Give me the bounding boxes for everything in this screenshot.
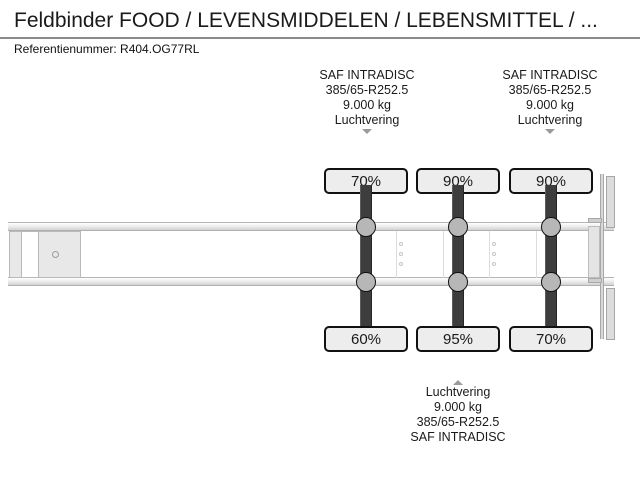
- caret-down-icon: [545, 129, 555, 134]
- axle-note-bottom: Luchtvering 9.000 kg 385/65-R252.5 SAF I…: [373, 379, 543, 445]
- tyre-wear-badge-top[interactable]: 90%: [416, 168, 500, 194]
- kingpin-divider-right: [38, 231, 39, 278]
- axle-bar: [360, 185, 372, 340]
- header-divider: [0, 37, 640, 39]
- axle-capacity-label: 9.000 kg: [434, 400, 482, 414]
- chassis-web-panel: [396, 231, 444, 278]
- axle-bar: [545, 185, 557, 340]
- lightening-hole: [492, 242, 496, 246]
- axle-suspension-label: Luchtvering: [517, 113, 583, 127]
- kingpin-plate: [9, 231, 81, 278]
- axle-tyre-label: 385/65-R252.5: [416, 415, 500, 429]
- chassis-rail-bottom: [8, 277, 614, 286]
- lightening-hole: [399, 242, 403, 246]
- chassis-web-panel: [489, 231, 537, 278]
- kingpin-plate-gap: [22, 232, 38, 277]
- kingpin-divider-left: [21, 231, 22, 278]
- rear-bracket-top: [588, 218, 602, 223]
- caret-down-icon: [362, 129, 372, 134]
- web-edge-left: [489, 231, 500, 278]
- tyre-wear-badge-bottom[interactable]: 70%: [509, 326, 593, 352]
- axle-capacity-label: 9.000 kg: [343, 98, 391, 112]
- web-edge-right: [526, 231, 537, 278]
- web-edge-left: [396, 231, 407, 278]
- axle-suspension-label: Luchtvering: [425, 385, 491, 399]
- tyre-wear-badge-bottom[interactable]: 95%: [416, 326, 500, 352]
- axle-assembly-3: 90% 70%: [509, 160, 593, 365]
- wheel-lower: [356, 272, 376, 292]
- rear-lamp-top: [606, 176, 615, 228]
- page-title: Feldbinder FOOD / LEVENSMIDDELEN / LEBEN…: [14, 9, 598, 32]
- chassis-rail-top: [8, 222, 614, 231]
- rear-frame-column: [588, 226, 600, 278]
- reference-number: Referentienummer: R404.OG77RL: [14, 42, 200, 56]
- axle-brand-label: SAF INTRADISC: [319, 68, 415, 82]
- tyre-wear-badge-bottom[interactable]: 60%: [324, 326, 408, 352]
- wheel-upper: [356, 217, 376, 237]
- axle-tyre-label: 385/65-R252.5: [325, 83, 409, 97]
- caret-up-icon: [453, 380, 463, 385]
- lightening-hole: [399, 252, 403, 256]
- trailer-schematic: 70% 60% 90% 95% 90% 70%: [0, 160, 640, 365]
- wheel-upper: [541, 217, 561, 237]
- lightening-hole: [399, 262, 403, 266]
- axle-tyre-label: 385/65-R252.5: [508, 83, 592, 97]
- wheel-upper: [448, 217, 468, 237]
- wheel-lower: [448, 272, 468, 292]
- tyre-wear-badge-top[interactable]: 90%: [509, 168, 593, 194]
- axle-assembly-2: 90% 95%: [416, 160, 500, 365]
- axle-note-top-left: SAF INTRADISC 385/65-R252.5 9.000 kg Luc…: [282, 68, 452, 134]
- lightening-hole: [492, 252, 496, 256]
- axle-suspension-label: Luchtvering: [334, 113, 400, 127]
- axle-bar: [452, 185, 464, 340]
- lightening-hole: [492, 262, 496, 266]
- rear-bracket-bottom: [588, 278, 602, 283]
- axle-note-top-right: SAF INTRADISC 385/65-R252.5 9.000 kg Luc…: [465, 68, 635, 134]
- kingpin-bolt-icon: [52, 251, 59, 258]
- rear-lamp-bottom: [606, 288, 615, 340]
- axle-capacity-label: 9.000 kg: [526, 98, 574, 112]
- axle-brand-label: SAF INTRADISC: [502, 68, 598, 82]
- axle-brand-label: SAF INTRADISC: [410, 430, 506, 444]
- web-edge-right: [433, 231, 444, 278]
- axle-assembly-1: 70% 60%: [324, 160, 408, 365]
- rear-frame-post: [600, 174, 604, 339]
- wheel-lower: [541, 272, 561, 292]
